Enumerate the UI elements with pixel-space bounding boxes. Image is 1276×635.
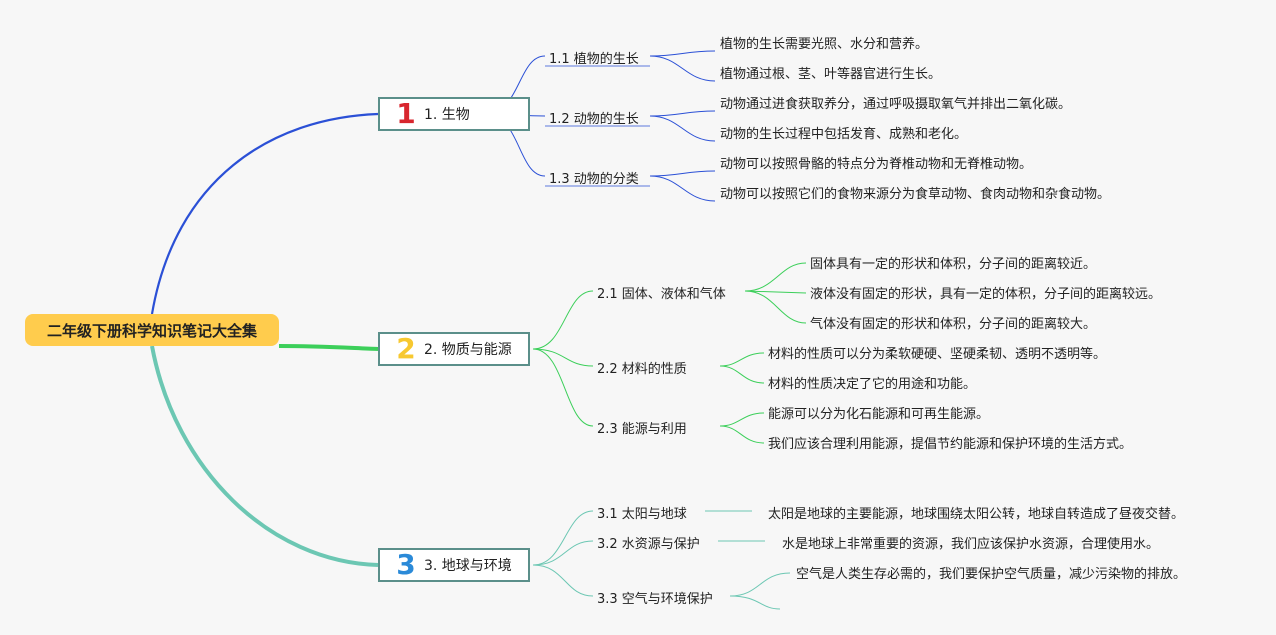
number-two-icon: 2 bbox=[396, 332, 416, 365]
leaf-1-1-1[interactable]: 植物的生长需要光照、水分和营养。 bbox=[720, 37, 929, 52]
connector-sub-2-3-leaf-2 bbox=[719, 425, 765, 444]
connector-sub-3-3-leaf-1 bbox=[729, 572, 791, 597]
connector-sub-2-3-leaf-1 bbox=[719, 412, 765, 427]
topic-1-label: 1. 生物 bbox=[424, 107, 470, 123]
connector-topic-2-sub-3 bbox=[532, 348, 594, 427]
leaf-3-3-1[interactable]: 空气是人类生存必需的，我们要保护空气质量，减少污染物的排放。 bbox=[796, 567, 1187, 582]
leaf-1-3-2[interactable]: 动物可以按照它们的食物来源分为食草动物、食肉动物和杂食动物。 bbox=[720, 187, 1111, 202]
leaf-2-1-1[interactable]: 固体具有一定的形状和体积，分子间的距离较近。 bbox=[810, 257, 1097, 272]
connector-sub-2-2-leaf-1 bbox=[719, 352, 765, 367]
leaf-1-2-1[interactable]: 动物通过进食获取养分，通过呼吸摄取氧气并排出二氧化碳。 bbox=[720, 97, 1072, 112]
leaf-1-1-2[interactable]: 植物通过根、茎、叶等器官进行生长。 bbox=[720, 67, 942, 82]
connector-topic-3-sub-1 bbox=[532, 510, 594, 566]
connector-sub-2-1-leaf-2 bbox=[744, 290, 807, 294]
leaf-2-1-3[interactable]: 气体没有固定的形状和体积，分子间的距离较大。 bbox=[810, 317, 1097, 332]
subtopic-2-1[interactable]: 2.1 固体、液体和气体 bbox=[597, 287, 726, 302]
connector-sub-1-3-leaf-2 bbox=[649, 175, 716, 202]
connector-sub-1-2-leaf-1 bbox=[649, 110, 716, 117]
subtopic-3-1[interactable]: 3.1 太阳与地球 bbox=[597, 507, 687, 522]
leaf-1-3-1[interactable]: 动物可以按照骨骼的特点分为脊椎动物和无脊椎动物。 bbox=[720, 157, 1033, 172]
connector-sub-3-3-leaf-2 bbox=[729, 595, 781, 610]
root-label: 二年级下册科学知识笔记大全集 bbox=[46, 321, 257, 340]
connector-sub-2-1-leaf-1 bbox=[744, 262, 807, 292]
connector-topic-3-sub-3 bbox=[532, 564, 594, 597]
subtopic-2-2[interactable]: 2.2 材料的性质 bbox=[597, 362, 687, 377]
subtopic-3-3[interactable]: 3.3 空气与环境保护 bbox=[597, 592, 713, 607]
connector-sub-1-3-leaf-1 bbox=[649, 170, 716, 177]
connector-topic-2-sub-1 bbox=[532, 290, 594, 350]
leaf-1-2-2[interactable]: 动物的生长过程中包括发育、成熟和老化。 bbox=[720, 127, 968, 142]
leaf-3-2-1[interactable]: 水是地球上非常重要的资源，我们应该保护水资源，合理使用水。 bbox=[782, 537, 1160, 552]
leaf-3-1-1[interactable]: 太阳是地球的主要能源，地球围绕太阳公转，地球自转造成了昼夜交替。 bbox=[768, 507, 1185, 522]
leaf-2-2-1[interactable]: 材料的性质可以分为柔软硬硬、坚硬柔韧、透明不透明等。 bbox=[768, 347, 1107, 362]
number-three-icon: 3 bbox=[396, 548, 416, 581]
topic-2-label: 2. 物质与能源 bbox=[424, 342, 512, 358]
leaf-2-3-1[interactable]: 能源可以分为化石能源和可再生能源。 bbox=[768, 407, 990, 422]
leaf-2-3-2[interactable]: 我们应该合理利用能源，提倡节约能源和保护环境的生活方式。 bbox=[768, 437, 1133, 452]
connector-root-topic-2 bbox=[278, 344, 379, 351]
connector-sub-1-2-leaf-2 bbox=[649, 115, 716, 142]
connector-sub-1-1-leaf-2 bbox=[649, 55, 716, 82]
connector-topic-3-sub-2 bbox=[532, 540, 594, 566]
subtopic-1-3[interactable]: 1.3 动物的分类 bbox=[549, 172, 639, 187]
topic-3-label: 3. 地球与环境 bbox=[424, 558, 512, 574]
connector-root-topic-1 bbox=[150, 112, 379, 315]
connector-sub-1-1-leaf-1 bbox=[649, 50, 716, 57]
leaf-2-2-2[interactable]: 材料的性质决定了它的用途和功能。 bbox=[768, 377, 977, 392]
connector-sub-2-2-leaf-2 bbox=[719, 365, 765, 384]
subtopic-1-1[interactable]: 1.1 植物的生长 bbox=[549, 52, 639, 67]
connector-sub-2-1-leaf-3 bbox=[744, 290, 807, 324]
subtopic-3-2[interactable]: 3.2 水资源与保护 bbox=[597, 537, 700, 552]
number-one-icon: 1 bbox=[396, 97, 416, 130]
subtopic-2-3[interactable]: 2.3 能源与利用 bbox=[597, 422, 687, 437]
topic-1-node[interactable]: 1 1. 生物 bbox=[378, 97, 530, 131]
connector-topic-2-sub-2 bbox=[532, 348, 594, 367]
leaf-2-1-2[interactable]: 液体没有固定的形状，具有一定的体积，分子间的距离较远。 bbox=[810, 287, 1162, 302]
topic-2-node[interactable]: 2 2. 物质与能源 bbox=[378, 332, 530, 366]
connector-root-topic-3 bbox=[150, 345, 379, 567]
root-node[interactable]: 二年级下册科学知识笔记大全集 bbox=[25, 314, 279, 346]
topic-3-node[interactable]: 3 3. 地球与环境 bbox=[378, 548, 530, 582]
subtopic-1-2[interactable]: 1.2 动物的生长 bbox=[549, 112, 639, 127]
